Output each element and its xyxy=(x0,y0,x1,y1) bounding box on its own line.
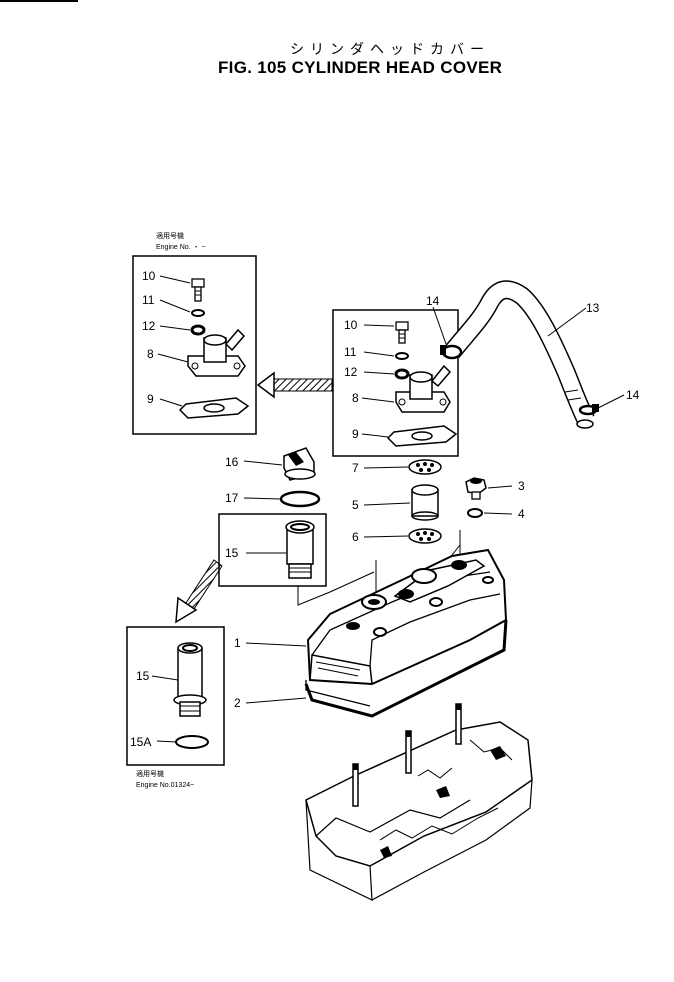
callout-9-inset: 9 xyxy=(147,392,154,406)
gasket-part-9 xyxy=(386,425,458,447)
seal-part-12-inset xyxy=(190,324,206,336)
inset-upper-frame xyxy=(132,255,257,435)
callout-14-lower: 14 xyxy=(626,388,640,402)
callout-11-inset: 11 xyxy=(142,293,155,307)
corner-rule xyxy=(0,0,78,2)
callout-8: 8 xyxy=(352,391,359,405)
callout-14-upper: 14 xyxy=(426,294,440,308)
leaders-cover xyxy=(245,642,307,704)
callout-10: 10 xyxy=(344,318,358,332)
callout-13: 13 xyxy=(586,301,600,315)
callout-1: 1 xyxy=(234,636,241,650)
callout-15: 15 xyxy=(225,546,239,560)
plug-part-3 xyxy=(465,477,487,500)
seal-part-12 xyxy=(394,368,410,380)
oil-filler-cap-part-16 xyxy=(283,447,316,481)
bolt-part-10 xyxy=(395,321,409,344)
cylinder-head-reference xyxy=(305,703,533,901)
inset-upper-jp-caption: 適用号機 xyxy=(156,231,184,240)
callout-12: 12 xyxy=(344,365,358,379)
inset-lower-left: 15 15A 適用号機 Engine No.01324~ xyxy=(126,626,225,789)
gasket-part-2 xyxy=(304,619,508,718)
callout-4: 4 xyxy=(518,507,525,521)
hose-clamp-part-14-upper xyxy=(440,344,463,360)
inset-upper-engine-no: Engine No. ・ ~ xyxy=(156,244,206,251)
breather-hose-part-13 xyxy=(444,280,595,429)
callout-17: 17 xyxy=(225,491,239,505)
callout-12-inset: 12 xyxy=(142,319,156,333)
leader-15-lower xyxy=(151,675,179,681)
washer-part-11-inset xyxy=(191,309,205,317)
callout-8-inset: 8 xyxy=(147,347,154,361)
callout-3: 3 xyxy=(518,479,525,493)
inset-filler-tube: 15 xyxy=(218,513,375,606)
o-ring-part-15a xyxy=(175,735,209,749)
washer-part-11 xyxy=(395,352,409,360)
inset-middle-frame xyxy=(332,309,459,457)
gasket-part-9-inset xyxy=(178,397,250,419)
callout-10-inset: 10 xyxy=(142,269,156,283)
leader-15a xyxy=(156,740,177,743)
leaders-upper-inset xyxy=(157,275,191,407)
o-ring-part-17 xyxy=(279,490,321,508)
callout-11: 11 xyxy=(344,345,357,359)
cylinder-head-cover-part-1 xyxy=(306,548,508,686)
elbow-part-8-inset xyxy=(187,328,246,377)
inset-lower-jp-caption: 適用号機 xyxy=(136,769,164,778)
screen-part-7 xyxy=(408,459,442,475)
callout-9: 9 xyxy=(352,427,359,441)
callout-16: 16 xyxy=(225,455,239,469)
leaders-cap xyxy=(243,460,283,500)
inset-upper-left: 適用号機 Engine No. ・ ~ xyxy=(132,231,257,435)
inset-filler-frame xyxy=(218,513,327,587)
leaders-mid-parts xyxy=(363,466,513,538)
hatched-arrow-lower xyxy=(175,559,223,624)
figure-title-japanese: シリンダヘッドカバー xyxy=(290,42,490,58)
figure-title: FIG. 105 CYLINDER HEAD COVER xyxy=(218,58,503,77)
callout-2: 2 xyxy=(234,696,241,710)
filler-tube-part-15 xyxy=(285,520,315,579)
bolt-part-10-inset xyxy=(191,278,205,302)
hatched-arrow-upper xyxy=(256,371,333,399)
callout-5: 5 xyxy=(352,498,359,512)
callout-15-lower: 15 xyxy=(136,669,150,683)
inset-lower-engine-no: Engine No.01324~ xyxy=(136,782,194,789)
inset-lower-frame xyxy=(126,626,225,766)
callout-7: 7 xyxy=(352,461,359,475)
leader-filler-to-cover xyxy=(297,571,375,606)
screen-part-6 xyxy=(408,528,442,544)
filler-tube-part-15-lower xyxy=(173,642,207,717)
leaders-middle-inset xyxy=(361,324,395,438)
element-part-5 xyxy=(411,484,439,521)
hose-clamp-part-14-lower xyxy=(578,404,599,416)
gasket-part-4 xyxy=(467,508,483,518)
leaders-hose xyxy=(432,306,625,409)
callout-6: 6 xyxy=(352,530,359,544)
inset-middle: 10 11 12 8 9 xyxy=(332,309,459,457)
callout-15a: 15A xyxy=(130,735,151,749)
elbow-part-8 xyxy=(395,364,452,413)
